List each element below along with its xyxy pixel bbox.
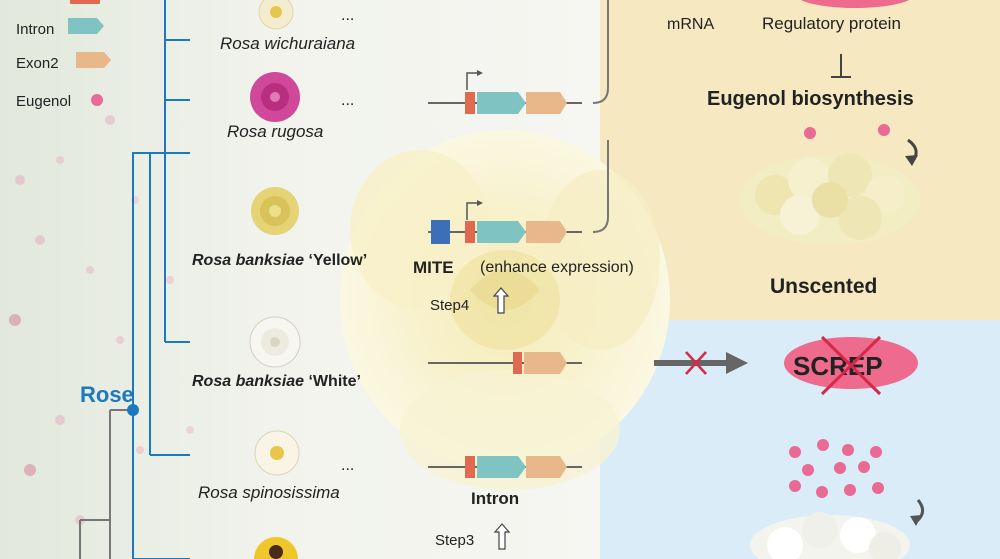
species-label-wichuraiana: Rosa wichuraiana xyxy=(220,34,355,53)
screp-cross-icon xyxy=(820,335,882,396)
rose-node-dot xyxy=(127,404,139,416)
gene-model-banksiae-yellow xyxy=(428,200,582,244)
tss-arrow-icon xyxy=(466,202,480,220)
unscented-flower-cluster xyxy=(740,153,920,245)
step3-label: Step3 xyxy=(435,532,474,549)
eugenol-biosynthesis-label: Eugenol biosynthesis xyxy=(707,88,914,110)
mite-note: (enhance expression) xyxy=(480,259,634,276)
legend-intron-swatch xyxy=(68,18,104,34)
legend: Intron Exon2 Eugenol xyxy=(16,0,111,110)
legend-eugenol-dot xyxy=(91,94,103,106)
intron-label: Intron xyxy=(471,489,519,508)
phylogenetic-tree xyxy=(79,0,190,559)
legend-exon2-label: Exon2 xyxy=(16,55,59,72)
ellipsis-3: ... xyxy=(341,457,354,474)
flower-spinosissima xyxy=(254,430,300,476)
step4-label: Step4 xyxy=(430,297,469,314)
species-label-banksiae-yellow-cultivar: ‘Yellow’ xyxy=(304,252,367,269)
flower-wichuraiana xyxy=(258,0,294,30)
mite-label: MITE xyxy=(413,258,454,277)
regulatory-protein-label: Regulatory protein xyxy=(762,14,901,33)
step4-up-arrow-icon xyxy=(492,287,510,314)
ellipsis-1: ... xyxy=(341,7,354,24)
species-label-rugosa: Rosa rugosa xyxy=(227,122,323,141)
blocked-arrow xyxy=(654,351,748,375)
unscented-label: Unscented xyxy=(770,275,877,298)
inhibition-bar-icon xyxy=(831,54,851,78)
species-label-banksiae-white-cultivar: ‘White’ xyxy=(304,373,361,390)
gene-model-rugosa xyxy=(428,70,582,114)
step3-up-arrow-icon xyxy=(493,523,511,550)
clade-label-rose: Rose xyxy=(80,382,134,407)
flower-banksiae-white xyxy=(249,316,301,368)
eugenol-dots-cluster xyxy=(789,439,884,498)
flower-banksiae-yellow xyxy=(251,187,299,235)
legend-promoter-swatch xyxy=(70,0,100,4)
species-label-spinosissima: Rosa spinosissima xyxy=(198,483,340,502)
screp-label: SCREP xyxy=(793,351,883,381)
large-yellow-rose xyxy=(340,130,670,490)
bracket-connector xyxy=(592,0,609,233)
gene-model-spinosissima xyxy=(428,456,582,478)
species-label-banksiae-white: Rosa banksiae ‘White’ xyxy=(192,373,361,390)
regulatory-protein-ellipse xyxy=(800,0,910,8)
species-label-banksiae-white-genus: Rosa banksiae xyxy=(192,373,304,390)
eugenol-dot xyxy=(804,127,816,139)
background-rose-bush xyxy=(9,115,194,525)
legend-eugenol-label: Eugenol xyxy=(16,93,71,110)
tss-arrow-icon xyxy=(466,72,480,90)
gene-model-banksiae-white xyxy=(428,352,582,374)
legend-exon2-swatch xyxy=(76,52,111,68)
mrna-label: mRNA xyxy=(667,16,714,33)
eugenol-dot xyxy=(878,124,890,136)
mite-element xyxy=(431,220,450,244)
species-label-banksiae-yellow: Rosa banksiae ‘Yellow’ xyxy=(192,252,367,269)
ellipsis-2: ... xyxy=(341,92,354,109)
scented-flower-cluster xyxy=(750,512,910,559)
flower-rugosa xyxy=(250,72,300,122)
species-label-banksiae-yellow-genus: Rosa banksiae xyxy=(192,252,304,269)
flower-bottom-yellow xyxy=(254,537,298,559)
screp-ellipse xyxy=(784,337,918,389)
legend-intron-label: Intron xyxy=(16,21,54,38)
